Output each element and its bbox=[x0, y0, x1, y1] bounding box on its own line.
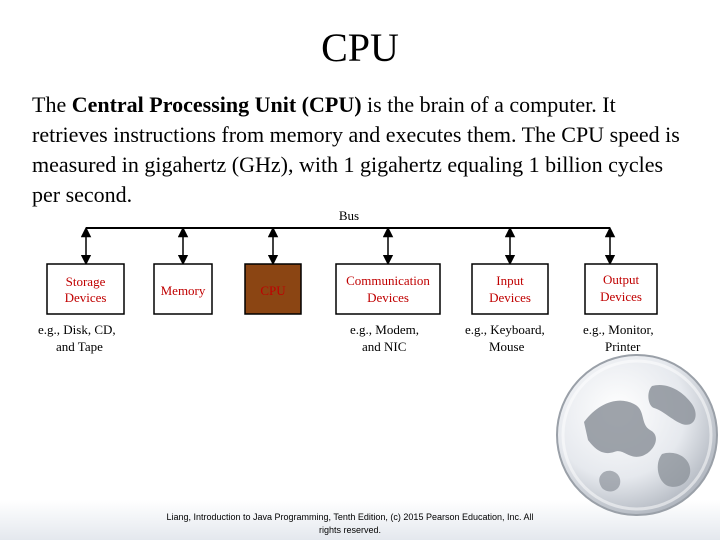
box-output-label-1: Output bbox=[603, 272, 640, 287]
caption-output-2: Printer bbox=[605, 339, 641, 354]
box-communication-label-2: Devices bbox=[367, 290, 409, 305]
box-input-label-1: Input bbox=[496, 273, 524, 288]
caption-input-1: e.g., Keyboard, bbox=[465, 322, 545, 337]
caption-input-2: Mouse bbox=[489, 339, 525, 354]
caption-storage-1: e.g., Disk, CD, bbox=[38, 322, 116, 337]
box-input-label-2: Devices bbox=[489, 290, 531, 305]
box-memory bbox=[153, 263, 213, 315]
slide-title: CPU bbox=[321, 25, 399, 70]
footer-copyright: Liang, Introduction to Java Programming,… bbox=[140, 511, 560, 537]
box-output-devices bbox=[584, 263, 658, 315]
box-communication-label-1: Communication bbox=[346, 273, 430, 288]
globe-icon bbox=[556, 354, 718, 516]
paragraph-lead: The bbox=[32, 92, 72, 117]
footer-line-1: Liang, Introduction to Java Programming,… bbox=[166, 512, 534, 522]
box-storage-label-2: Devices bbox=[65, 290, 107, 305]
box-communication-devices bbox=[335, 263, 441, 315]
caption-communication-1: e.g., Modem, bbox=[350, 322, 419, 337]
box-input-devices bbox=[471, 263, 549, 315]
body-paragraph: The Central Processing Unit (CPU) is the… bbox=[32, 90, 692, 210]
computer-components-diagram: Bus Storage Devices Memory CPU Communica… bbox=[38, 208, 658, 354]
caption-storage-2: and Tape bbox=[56, 339, 103, 354]
box-storage-label-1: Storage bbox=[66, 274, 106, 289]
caption-output-1: e.g., Monitor, bbox=[583, 322, 654, 337]
paragraph-bold-term: Central Processing Unit (CPU) bbox=[71, 92, 362, 117]
box-cpu-label: CPU bbox=[260, 283, 286, 298]
caption-communication-2: and NIC bbox=[362, 339, 406, 354]
bus-label: Bus bbox=[339, 208, 359, 223]
box-memory-label: Memory bbox=[161, 283, 206, 298]
box-cpu bbox=[244, 263, 302, 315]
footer-line-2: rights reserved. bbox=[318, 525, 382, 535]
box-output-label-2: Devices bbox=[600, 289, 642, 304]
paragraph-rest: is the brain of a computer. It retrieves… bbox=[32, 92, 680, 207]
box-storage-devices bbox=[46, 263, 125, 315]
